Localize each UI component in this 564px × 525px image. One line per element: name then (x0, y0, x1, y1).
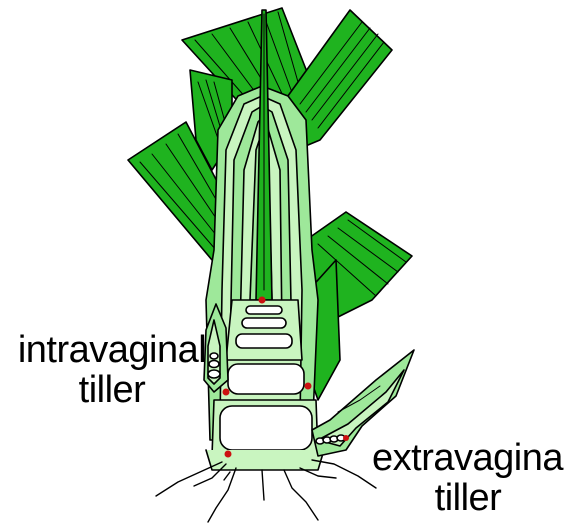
extravaginal-label-line1: extravaginal (372, 438, 564, 478)
extravaginal-label-line2: tiller (372, 478, 564, 518)
intravaginal-label-line2: tiller (6, 370, 218, 410)
extravaginal-tiller-label: extravaginal tiller (372, 438, 564, 518)
intravaginal-label-line1: intravaginal (6, 330, 218, 370)
intravaginal-tiller-label: intravaginal tiller (6, 330, 218, 410)
